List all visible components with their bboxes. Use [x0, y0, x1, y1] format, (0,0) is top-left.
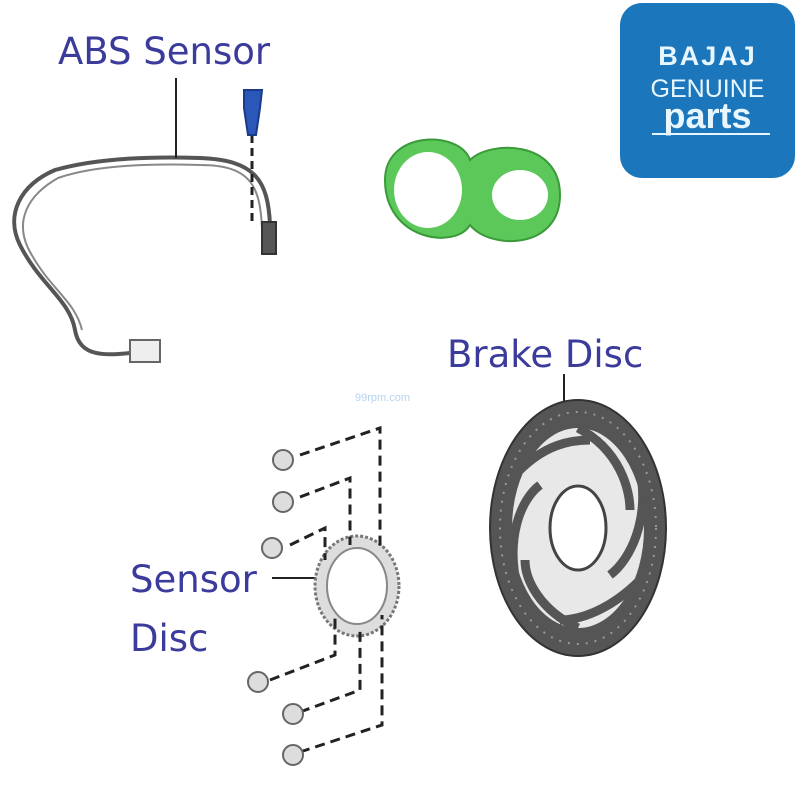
abs-sensor-label: ABS Sensor	[58, 30, 271, 73]
sensor-disc-part	[247, 425, 401, 766]
screw-icons	[247, 449, 304, 766]
logo-underline	[652, 133, 770, 135]
sensor-disc-label-line1: Sensor	[130, 558, 257, 601]
bajaj-genuine-parts-logo: BAJAJ GENUINE parts	[620, 3, 795, 178]
gasket-part	[383, 138, 562, 243]
abs-sensor-part	[12, 78, 277, 363]
logo-line3: parts	[663, 95, 752, 136]
logo-brand: BAJAJ	[658, 41, 757, 71]
brake-disc-part	[489, 374, 667, 657]
watermark: 99rpm.com	[355, 392, 411, 404]
logo-line2: GENUINE	[650, 75, 765, 103]
sensor-disc-label-line2: Disc	[130, 617, 209, 660]
bolt-icon	[243, 89, 264, 136]
brake-disc-label: Brake Disc	[447, 333, 644, 376]
